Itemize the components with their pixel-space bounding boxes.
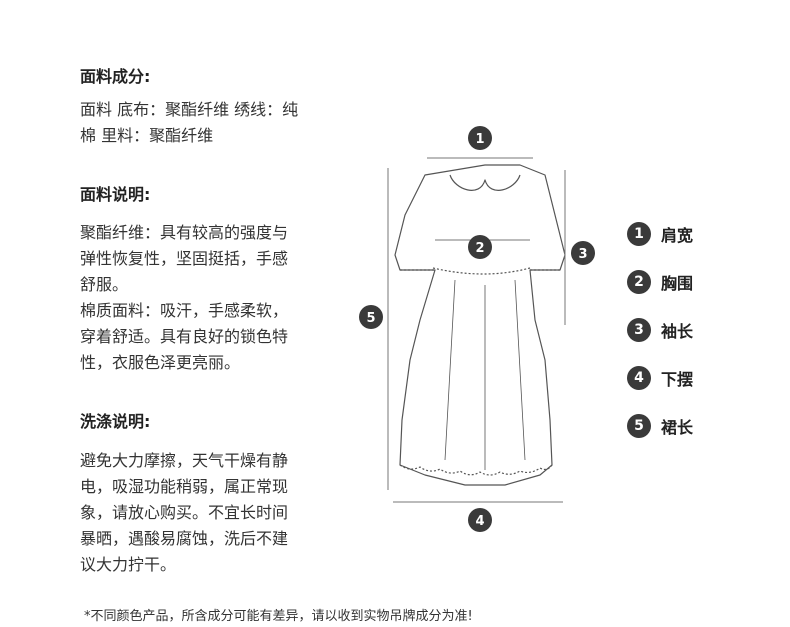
washing-text: 避免大力摩擦，天气干燥有静 电，吸湿功能稍弱，属正常现 象，请放心购买。不宜长时… <box>80 448 330 578</box>
legend-badge: 1 <box>627 222 651 246</box>
dress-waist-seam <box>432 267 531 275</box>
washing-line: 暴晒，遇酸易腐蚀，洗后不建 <box>80 529 289 548</box>
dress-outline <box>394 164 566 486</box>
description-line: 弹性恢复性，坚固挺括，手感 <box>80 249 289 268</box>
fabric-text: 面料 底布：聚酯纤维 绣线：纯 棉 里料：聚酯纤维 <box>80 97 330 149</box>
washing-line: 电，吸湿功能稍弱，属正常现 <box>80 477 289 496</box>
washing-title: 洗涤说明: <box>80 412 151 431</box>
legend-item-length: 5 裙长 <box>627 414 693 438</box>
legend-badge: 3 <box>627 318 651 342</box>
description-line: 聚酯纤维：具有较高的强度与 <box>80 223 289 242</box>
marker-5-label: 5 <box>366 311 375 326</box>
description-line: 舒服。 <box>80 275 129 294</box>
legend-item-shoulder: 1 肩宽 <box>627 222 693 246</box>
legend-badge: 2 <box>627 270 651 294</box>
dress-collar <box>449 174 521 191</box>
dress-fold-lines <box>444 279 526 470</box>
marker-4-label: 4 <box>475 514 484 529</box>
description-line: 棉质面料：吸汗，手感柔软， <box>80 301 289 320</box>
washing-line: 避免大力摩擦，天气干燥有静 <box>80 451 289 470</box>
description-line: 性，衣服色泽更亮丽。 <box>80 353 241 372</box>
description-line: 穿着舒适。具有良好的锁色特 <box>80 327 289 346</box>
legend-label: 胸围 <box>661 274 694 293</box>
fabric-line: 面料 底布：聚酯纤维 绣线：纯 <box>80 100 299 119</box>
fabric-line: 棉 里料：聚酯纤维 <box>80 126 214 145</box>
marker-3-label: 3 <box>578 247 587 262</box>
marker-4 <box>468 508 492 532</box>
washing-line: 议大力拧干。 <box>80 555 177 574</box>
legend-badge: 5 <box>627 414 651 438</box>
marker-1 <box>468 126 492 150</box>
legend-label: 肩宽 <box>661 226 694 245</box>
legend-label: 裙长 <box>661 418 694 437</box>
fabric-title: 面料成分: <box>80 67 151 86</box>
marker-2-label: 2 <box>475 241 484 256</box>
measurement-legend: 1 肩宽 2 胸围 3 袖长 4 下摆 5 裙长 <box>627 222 693 462</box>
description-title: 面料说明: <box>80 185 151 204</box>
legend-item-hem: 4 下摆 <box>627 366 693 390</box>
legend-label: 袖长 <box>661 322 694 341</box>
washing-line: 象，请放心购买。不宜长时间 <box>80 503 289 522</box>
description-text: 聚酯纤维：具有较高的强度与 弹性恢复性，坚固挺括，手感 舒服。 棉质面料：吸汗，… <box>80 220 330 376</box>
legend-item-sleeve: 3 袖长 <box>627 318 693 342</box>
marker-3 <box>571 241 595 265</box>
legend-badge: 4 <box>627 366 651 390</box>
dress-measurement-diagram: 1 2 3 4 5 <box>359 126 595 532</box>
marker-1-label: 1 <box>475 132 484 147</box>
marker-5 <box>359 305 383 329</box>
footnote: *不同颜色产品，所含成分可能有差异，请以收到实物吊牌成分为准! <box>84 609 473 624</box>
dress-hem-scallop <box>399 464 553 476</box>
marker-2 <box>468 235 492 259</box>
legend-item-chest: 2 胸围 <box>627 270 693 294</box>
legend-label: 下摆 <box>661 370 694 389</box>
